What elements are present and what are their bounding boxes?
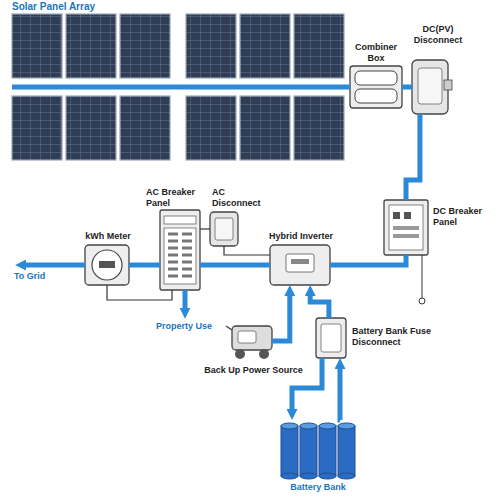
component-label: Combiner Box <box>349 42 403 64</box>
component-outline <box>230 322 272 360</box>
dc-disconnect-symbol <box>412 60 452 114</box>
ac-breaker-symbol <box>160 210 200 290</box>
signal-wire <box>107 285 172 300</box>
component-node: Back Up Power Source <box>196 322 311 376</box>
component-node: DC(PV) Disconnect <box>409 24 467 114</box>
component-outline <box>316 318 346 358</box>
component-node: AC Breaker Panel <box>146 187 208 290</box>
solar-panels <box>12 14 344 160</box>
signal-wire <box>200 228 210 229</box>
component-label: Back Up Power Source <box>196 365 311 376</box>
component-node: Solar Panel Array <box>12 1 344 160</box>
power-line <box>310 294 329 318</box>
component-outline <box>350 66 402 108</box>
component-outline <box>270 245 330 285</box>
inverter-symbol <box>270 245 330 285</box>
component-label: Hybrid Inverter <box>258 231 344 242</box>
component-label: Solar Panel Array <box>12 1 162 12</box>
power-line <box>406 114 420 200</box>
component-node: AC Disconnect <box>210 187 268 246</box>
dc-breaker-symbol <box>384 200 428 255</box>
component-label: AC Disconnect <box>212 187 268 209</box>
kwh-meter-symbol <box>85 245 129 285</box>
generator-symbol <box>226 326 272 359</box>
power-line <box>272 294 290 341</box>
component-label: Battery Bank <box>278 482 358 493</box>
signal-wire <box>224 246 270 255</box>
component-outline <box>160 210 200 290</box>
property-use-arrow <box>183 290 188 310</box>
component-node: kWh Meter <box>78 231 138 285</box>
component-label: DC(PV) Disconnect <box>409 24 467 46</box>
component-outline <box>384 200 428 255</box>
ac-disconnect-symbol <box>210 212 238 246</box>
panel-bus-wire <box>12 85 344 90</box>
power-line <box>344 85 350 90</box>
component-outline <box>210 212 238 246</box>
power-line <box>402 85 412 90</box>
ground-wire <box>419 255 425 304</box>
power-line <box>338 367 343 420</box>
component-node: Battery Bank <box>278 420 358 493</box>
component-outline <box>12 14 344 160</box>
component-outline <box>412 60 448 114</box>
component-node: Battery Bank Fuse Disconnect <box>316 318 436 358</box>
fuse-disconnect-symbol <box>316 318 346 358</box>
grid-arrow <box>24 263 85 268</box>
component-label: kWh Meter <box>78 231 138 242</box>
combiner-box-symbol <box>350 66 402 108</box>
component-label: DC Breaker Panel <box>433 206 495 228</box>
flow-label: To Grid <box>14 271 45 282</box>
component-node: Hybrid Inverter <box>258 231 344 285</box>
power-line <box>200 263 270 268</box>
component-outline <box>280 420 356 478</box>
component-label: Battery Bank Fuse Disconnect <box>352 326 436 348</box>
component-label: AC Breaker Panel <box>146 187 208 209</box>
component-outline <box>85 245 129 285</box>
flow-label: Property Use <box>156 321 212 332</box>
power-line <box>129 263 160 268</box>
battery-cells <box>281 423 355 479</box>
power-line <box>330 255 406 265</box>
component-node: Combiner Box <box>349 42 403 108</box>
component-node: DC Breaker Panel <box>384 200 495 255</box>
